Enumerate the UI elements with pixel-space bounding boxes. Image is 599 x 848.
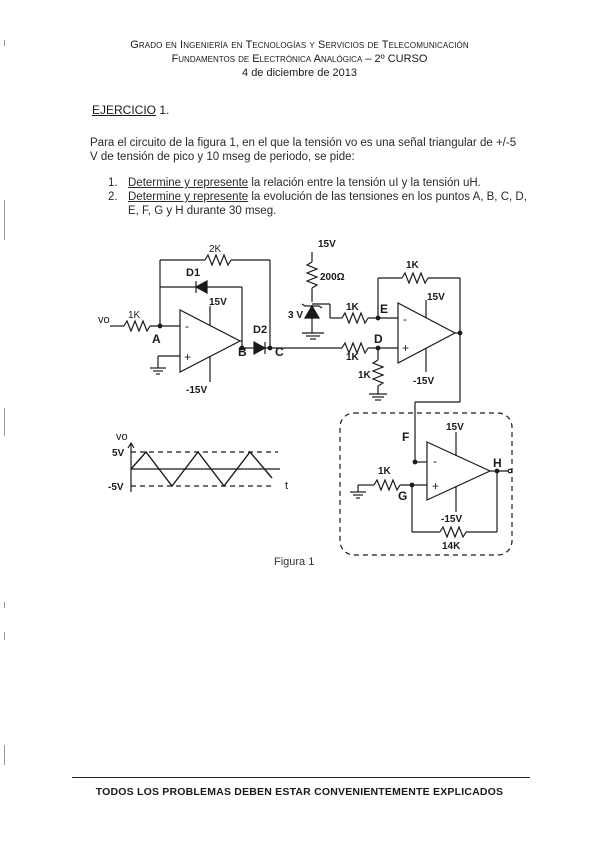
- opamp-3-plus: +: [432, 479, 439, 493]
- resistor-feedback-2k: [204, 253, 232, 267]
- label-r-feedback: 2K: [209, 244, 222, 255]
- item-number: 2.: [108, 191, 118, 203]
- node-h-label: H: [493, 456, 502, 470]
- resistor-input: [123, 319, 151, 333]
- exercise-title-number: 1.: [159, 103, 170, 117]
- waveform-ylabel: vo: [116, 431, 128, 443]
- exercise-title: EJERCICIO 1.: [92, 103, 169, 117]
- label-d1: D1: [186, 267, 200, 279]
- opamp-1: [179, 309, 242, 373]
- resistor-200: [305, 261, 319, 289]
- exercise-intro: Para el circuito de la figura 1, en el q…: [90, 137, 517, 163]
- opamp-1-plus: +: [184, 350, 191, 364]
- resistor-g: [373, 478, 401, 492]
- label-r-input: 1K: [128, 310, 141, 321]
- node-b-label: B: [238, 345, 247, 359]
- label-vs-15v: 15V: [318, 239, 336, 250]
- waveform-plot: vo 5V -5V t: [108, 431, 288, 493]
- node-c-label: C: [275, 345, 284, 359]
- item-text: la evolución de las tensiones en los pun…: [128, 191, 527, 217]
- opamp-2-plus: +: [402, 341, 409, 355]
- diode-d2: [253, 340, 267, 356]
- label-r-e: 1K: [346, 302, 360, 313]
- header-course: Fundamentos de Electrónica Analógica – 2…: [171, 53, 428, 65]
- waveform-ytop: 5V: [112, 448, 125, 459]
- waveform-ybottom: -5V: [108, 482, 124, 493]
- dashed-subcircuit-box: [339, 412, 513, 556]
- node-f-label: F: [402, 430, 409, 444]
- resistor-feedback-2: [401, 271, 429, 285]
- label-v15p-1: 15V: [209, 297, 227, 308]
- header-date: 4 de diciembre de 2013: [242, 67, 357, 79]
- exercise-title-label: EJERCICIO: [92, 103, 157, 117]
- item-number: 1.: [108, 177, 118, 189]
- opamp-3: [426, 441, 492, 501]
- header-university-degree: Grado en Ingeniería en Tecnologías y Ser…: [130, 39, 469, 51]
- label-r-200: 200Ω: [320, 272, 345, 283]
- resistor-e: [341, 311, 369, 325]
- resistor-d-ground: [371, 359, 385, 387]
- footer-note: TODOS LOS PROBLEMAS DEBEN ESTAR CONVENIE…: [95, 786, 504, 798]
- label-v15p-3: 15V: [446, 422, 464, 433]
- diode-d1: [194, 279, 208, 295]
- node-a-label: A: [152, 332, 161, 346]
- node-g-label: G: [398, 489, 407, 503]
- opamp-2-minus: -: [403, 312, 407, 326]
- opamp-3-minus: -: [433, 454, 437, 468]
- waveform-xlabel: t: [285, 480, 288, 492]
- item-verb: Determine y represente: [128, 177, 249, 189]
- opamp-1-minus: -: [185, 319, 189, 333]
- node-d-label: D: [374, 332, 383, 346]
- label-d2: D2: [253, 324, 267, 336]
- label-r-d: 1K: [346, 352, 360, 363]
- exercise-item: 1. Determine y represente la relación en…: [108, 176, 528, 190]
- label-vo: vo: [98, 314, 110, 326]
- resistor-d: [341, 341, 369, 355]
- label-v15p-2: 15V: [427, 292, 445, 303]
- label-r-h: 14K: [442, 541, 461, 552]
- label-r-g: 1K: [378, 466, 392, 477]
- exercise-items: 1. Determine y represente la relación en…: [108, 176, 528, 218]
- waveform-trace: [130, 450, 273, 488]
- resistor-h-14k: [439, 525, 467, 539]
- item-text: la relación entre la tensión uI y la ten…: [248, 177, 481, 189]
- label-v15n-2: -15V: [413, 376, 434, 387]
- exercise-item: 2. Determine y represente la evolución d…: [108, 190, 528, 218]
- footer-rule: [72, 777, 530, 778]
- label-r-d-ground: 1K: [358, 370, 372, 381]
- item-verb: Determine y represente: [128, 191, 249, 203]
- node-e-label: E: [380, 302, 388, 316]
- label-v15n-3: -15V: [441, 514, 462, 525]
- zener-diode: [303, 304, 321, 319]
- figure-caption: Figura 1: [274, 556, 315, 568]
- label-v15n-1: -15V: [186, 385, 207, 396]
- label-r-feedback-2: 1K: [406, 260, 420, 271]
- label-zener: 3 V: [288, 310, 303, 321]
